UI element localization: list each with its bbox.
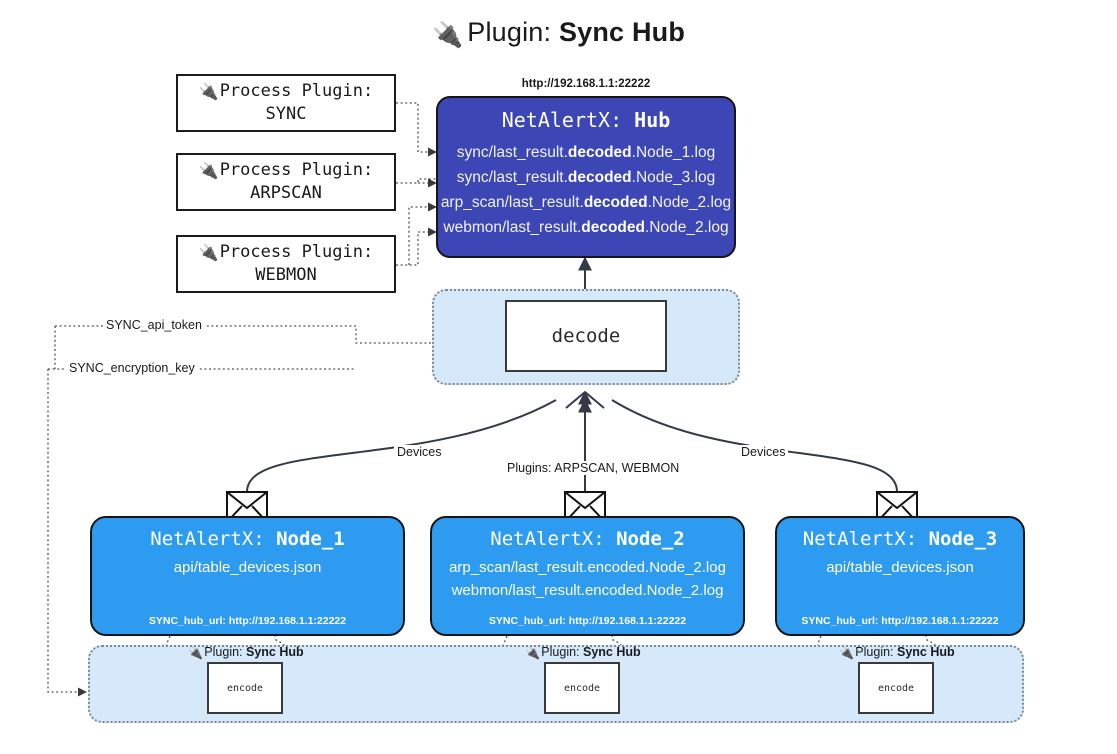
node-to-decode-edges [246,398,898,493]
encode-box-3[interactable]: encode [858,662,934,714]
node-title: NetAlertX: Node_2 [490,528,684,550]
page-title: 🔌Plugin: Sync Hub [0,16,1117,50]
encode-plugin-label-1: 🔌Plugin: Sync Hub [146,645,346,660]
hub-log-em: decoded [581,219,645,237]
node-title-prefix: NetAlertX: [802,528,929,550]
plugin-to-hub-edges [396,102,437,266]
hub-log-em: decoded [567,144,632,161]
plug-icon: 🔌 [839,646,855,660]
page-title-prefix: Plugin: [467,17,559,47]
node-title-prefix: NetAlertX: [150,528,277,550]
hub-log-pre: arp_scan/last_result. [440,194,584,212]
hub-title-name: Hub [634,108,671,132]
node-title-name: Node_3 [928,528,998,550]
plug-icon: 🔌 [188,646,204,660]
sync-encryption-key-label: SYNC_encryption_key [66,361,198,375]
process-plugin-prefix: Process Plugin: [219,160,374,181]
encode-plugin-name: Sync Hub [583,645,641,659]
encode-plugin-prefix: Plugin: [204,645,246,659]
encode-plugin-prefix: Plugin: [855,645,897,659]
process-plugin-box-arpscan[interactable]: 🔌Process Plugin: ARPSCAN [176,153,396,211]
process-plugin-name: WEBMON [255,265,317,285]
netalertx-node-2[interactable]: NetAlertX: Node_2 arp_scan/last_result.e… [430,516,745,636]
node-title-prefix: NetAlertX: [490,528,617,550]
node-title-name: Node_1 [276,528,345,550]
process-plugin-prefix: Process Plugin: [219,242,374,263]
node-footer: SYNC_hub_url: http://192.168.1.1:22222 [801,615,999,627]
page-title-name: Sync Hub [558,17,686,47]
hub-log-post: .Node_1.log [631,144,716,161]
hub-url-label: http://192.168.1.1:22222 [521,78,651,90]
node-footer: SYNC_hub_url: http://192.168.1.1:22222 [488,615,687,627]
devices-label-left: Devices [394,445,445,459]
process-plugin-line1: 🔌Process Plugin: [199,159,373,182]
hub-log-post: .Node_2.log [644,219,729,237]
encode-plugin-label-3: 🔌Plugin: Sync Hub [797,645,997,660]
encode-plugin-prefix: Plugin: [541,645,583,659]
hub-log-pre: webmon/last_result. [443,219,582,237]
netalertx-node-3[interactable]: NetAlertX: Node_3 api/table_devices.json… [775,516,1025,636]
hub-log-line: webmon/last_result.decoded.Node_2.log [443,215,728,240]
sync-api-token-label: SYNC_api_token [103,318,205,332]
node-line: api/table_devices.json [826,559,974,576]
hub-log-line: sync/last_result.decoded.Node_3.log [457,165,715,190]
hub-log-em: decoded [567,169,632,187]
process-plugin-name: ARPSCAN [250,183,322,203]
hub-log-em: decoded [583,194,648,212]
node-title: NetAlertX: Node_3 [803,528,997,550]
hub-title: NetAlertX: Hub [502,108,671,132]
encode-box-1[interactable]: encode [207,662,283,714]
plugins-label-center: Plugins: ARPSCAN, WEBMON [504,461,683,475]
hub-log-line: sync/last_result.decoded.Node_1.log [457,140,715,165]
node-title-name: Node_2 [616,528,685,550]
plug-icon: 🔌 [198,161,219,181]
process-plugin-line1: 🔌Process Plugin: [199,241,373,264]
hub-log-pre: sync/last_result. [456,169,568,187]
process-plugin-prefix: Process Plugin: [219,81,374,102]
plug-icon: 🔌 [431,21,464,49]
plug-icon: 🔌 [525,646,541,660]
encode-box-2[interactable]: encode [544,662,620,714]
process-plugin-name: SYNC [265,104,307,124]
node-title: NetAlertX: Node_1 [150,528,344,550]
plug-icon: 🔌 [198,82,219,102]
node-line: arp_scan/last_result.encoded.Node_2.log [449,559,726,576]
process-plugin-box-sync[interactable]: 🔌Process Plugin: SYNC [176,74,396,132]
hub-log-post: .Node_3.log [631,169,716,187]
process-plugin-line1: 🔌Process Plugin: [199,80,373,103]
encode-plugin-label-2: 🔌Plugin: Sync Hub [483,645,683,660]
decode-box[interactable]: decode [505,300,667,372]
node-line: webmon/last_result.encoded.Node_2.log [451,582,724,600]
hub-log-line: arp_scan/last_result.decoded.Node_2.log [441,190,731,215]
hub-title-prefix: NetAlertX: [501,108,635,132]
node-line: api/table_devices.json [173,559,322,576]
plug-icon: 🔌 [198,243,219,263]
node-footer: SYNC_hub_url: http://192.168.1.1:22222 [148,615,347,627]
netalertx-node-1[interactable]: NetAlertX: Node_1 api/table_devices.json… [90,516,405,636]
hub-log-pre: sync/last_result. [456,144,568,161]
hub-log-post: .Node_2.log [647,194,732,212]
hub-node[interactable]: NetAlertX: Hub sync/last_result.decoded.… [436,96,736,258]
encode-plugin-name: Sync Hub [897,645,955,659]
encode-plugin-name: Sync Hub [246,645,304,659]
process-plugin-box-webmon[interactable]: 🔌Process Plugin: WEBMON [176,235,396,293]
devices-label-right: Devices [738,445,789,459]
